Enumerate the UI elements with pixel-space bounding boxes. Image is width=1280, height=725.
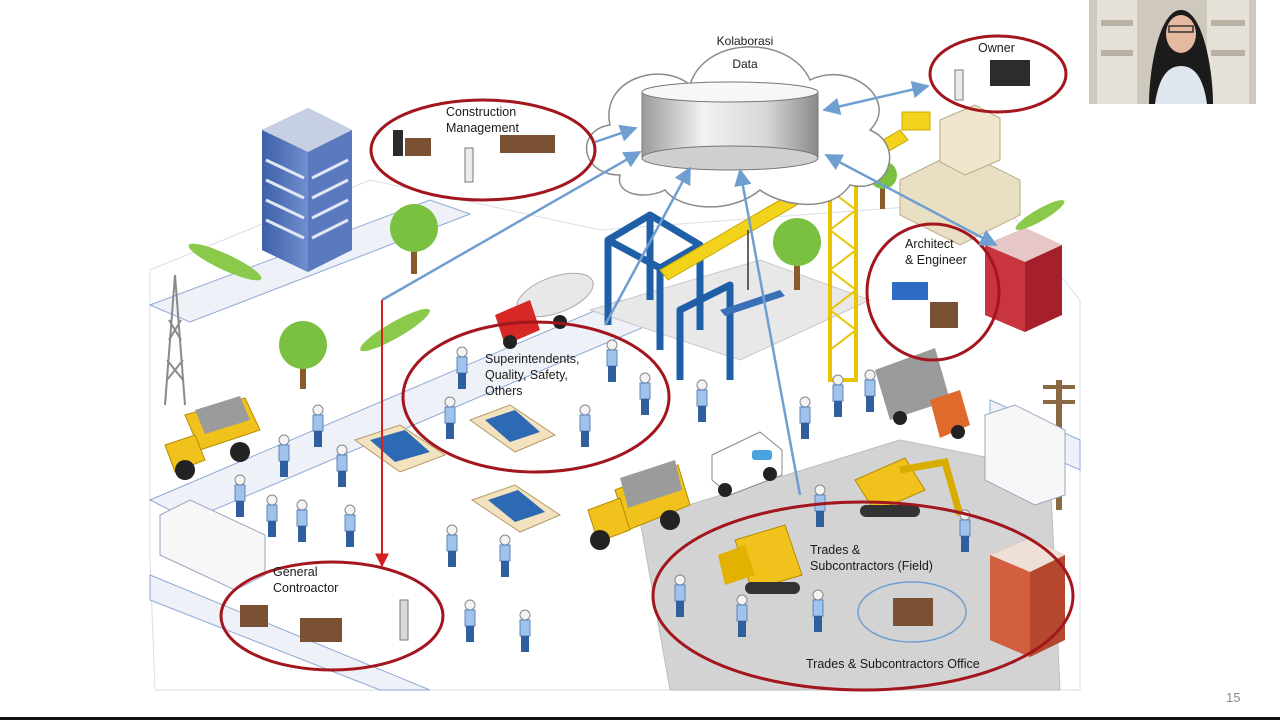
superintendents-label: Superintendents, Quality, Safety, Others [485, 352, 580, 398]
trades-field-label: Trades & Subcontractors (Field) [810, 543, 933, 573]
worker-figure [696, 379, 708, 422]
arrow-ae-cloud [824, 153, 998, 247]
trees [188, 161, 1065, 389]
ring-owner [928, 34, 1068, 114]
worker-figure [639, 372, 651, 415]
arrow-cm-cloud [594, 124, 638, 144]
arrow-super-cloud [603, 166, 692, 326]
worker-figure [519, 609, 531, 652]
arrow-gc-cloud [381, 150, 642, 302]
cell-tower [164, 274, 186, 406]
worker-figure [234, 474, 246, 517]
office-tower [262, 108, 352, 272]
ring-general-contractor [219, 560, 445, 672]
dump-truck-center [587, 460, 691, 550]
architect-engineer-label: Architect & Engineer [905, 237, 967, 267]
ring-construction-management [369, 98, 597, 202]
construction-management-label: Construction Management [446, 105, 519, 135]
bottom-edge-bar [0, 717, 1280, 720]
worker-figure [864, 369, 876, 412]
owner-label: Owner [978, 41, 1015, 55]
worker-figure [606, 339, 618, 382]
database-cylinder [641, 81, 819, 171]
worker-figure [278, 434, 290, 477]
ring-superintendents [401, 320, 671, 474]
worker-figure [814, 484, 826, 527]
general-contractor-label: General Controactor [273, 565, 339, 595]
data-flow-arrows [381, 81, 998, 496]
ring-trades-office [857, 581, 967, 643]
worker-figure [336, 444, 348, 487]
worker-figure [344, 504, 356, 547]
dump-truck-left [164, 396, 261, 480]
arrow-owner-cloud [822, 81, 930, 115]
presenter-webcam [1089, 0, 1256, 104]
bulldozer [718, 524, 803, 594]
arrow-trades-cloud [734, 168, 802, 496]
excavator [854, 457, 964, 517]
worker-figure [799, 396, 811, 439]
worker-figure [296, 499, 308, 542]
page-number: 15 [1226, 690, 1241, 705]
worker-figure [736, 594, 748, 637]
worker-figure [499, 534, 511, 577]
site-trailers [159, 404, 1066, 591]
worker-figure [444, 396, 456, 439]
presenter-video-icon [1089, 0, 1256, 104]
worker-figure [464, 599, 476, 642]
worker-figure [579, 404, 591, 447]
cloud-label-text: Kolaborasi Data [716, 34, 774, 71]
worker-figure [812, 589, 824, 632]
worker-figure [446, 524, 458, 567]
service-van [711, 431, 783, 497]
worker-figure [456, 346, 468, 389]
cloud-label: Kolaborasi Data [700, 30, 790, 76]
worker-figure [312, 404, 324, 447]
red-building-bottom [990, 538, 1065, 657]
ring-trades-field [651, 500, 1075, 692]
worker-figure [959, 509, 971, 552]
office-staff-figures [240, 60, 1030, 642]
pipe-truck [875, 348, 970, 439]
trades-office-label: Trades & Subcontractors Office [806, 657, 980, 671]
worker-figure [674, 574, 686, 617]
worker-figure [266, 494, 278, 537]
field-workers [234, 339, 971, 652]
worker-figure [832, 374, 844, 417]
steel-material-boxes [353, 404, 562, 533]
steel-frame [604, 211, 734, 380]
